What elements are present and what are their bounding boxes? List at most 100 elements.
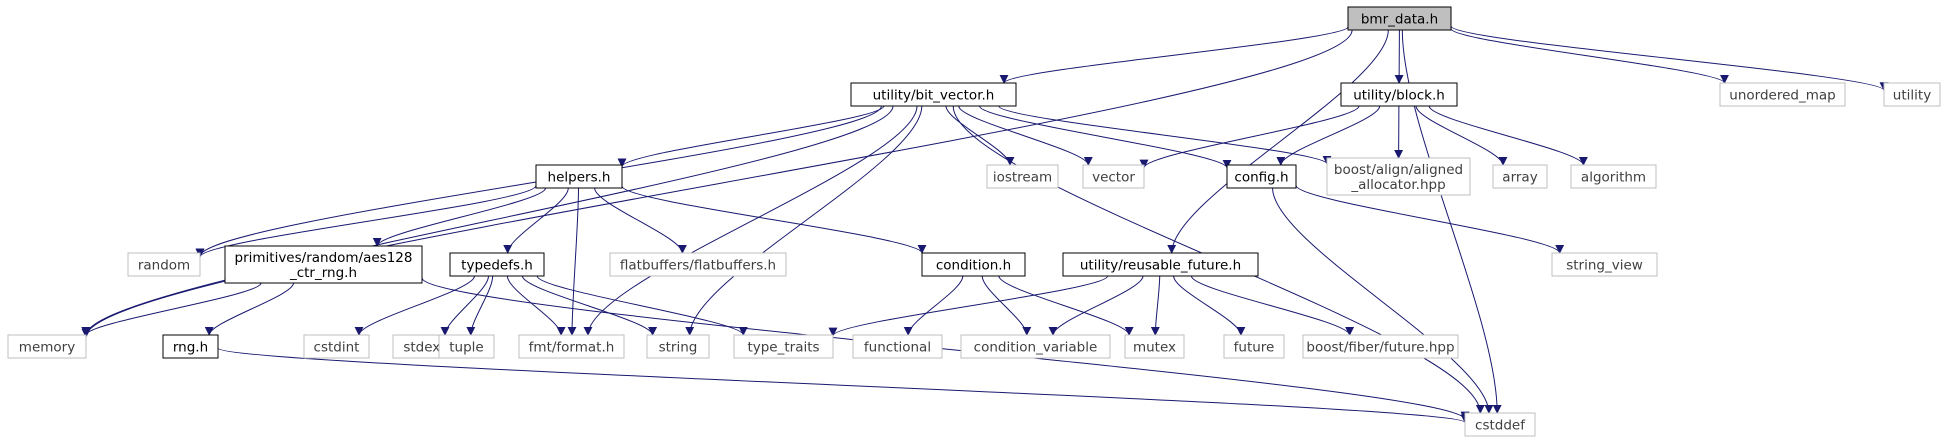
edge-bmr_data-to-bit_vector — [999, 26, 1349, 84]
node-random: random — [127, 252, 201, 277]
node-box-reusable_future[interactable] — [1062, 252, 1259, 277]
node-label-helpers: helpers.h — [548, 170, 611, 186]
node-box-tuple — [438, 334, 495, 359]
node-layer: bmr_data.h utility/bit_vector.h utility/bl… — [7, 6, 1941, 437]
node-box-type_traits — [733, 334, 834, 359]
node-label-fmt_format: fmt/format.h — [529, 340, 615, 356]
edge-helpers-to-fmt_format — [567, 187, 579, 336]
node-label-functional: functional — [864, 340, 931, 356]
node-box-condition[interactable] — [921, 252, 1026, 277]
node-functional: functional — [852, 334, 943, 359]
edge-rng-to-cstddef — [217, 347, 1469, 424]
node-box-typedefs[interactable] — [449, 252, 545, 277]
node-helpers[interactable]: helpers.h — [535, 164, 623, 189]
node-box-string_view — [1551, 252, 1658, 277]
edge-typedefs-to-stdexcept — [440, 275, 489, 336]
edge-config-to-string_view — [1295, 184, 1565, 254]
node-box-functional — [852, 334, 943, 359]
edge-typedefs-to-string — [521, 275, 658, 336]
node-mutex: mutex — [1124, 334, 1185, 359]
node-label-future: future — [1234, 340, 1275, 356]
edge-bit_vector-to-memory — [81, 105, 894, 337]
node-box-iostream — [986, 164, 1059, 189]
node-box-cstdint — [303, 334, 370, 359]
edge-block-to-algorithm — [1428, 105, 1588, 166]
node-aes128[interactable]: primitives/random/aes128_ctr_rng.h — [224, 245, 423, 284]
edge-reusable_future-to-mutex — [1150, 275, 1161, 336]
node-bmr_data[interactable]: bmr_data.h — [1347, 6, 1452, 31]
edge-block-to-vector — [1139, 105, 1360, 169]
node-label-bmr_data: bmr_data.h — [1361, 12, 1438, 28]
node-box-random — [127, 252, 201, 277]
node-label-aligned_allocator-line2: _allocator.hpp — [1350, 177, 1445, 193]
node-label-typedefs: typedefs.h — [461, 258, 533, 274]
node-condition_variable: condition_variable — [960, 334, 1111, 359]
node-box-string — [646, 334, 710, 359]
node-label-cstddef: cstddef — [1475, 418, 1526, 434]
node-reusable_future[interactable]: utility/reusable_future.h — [1062, 252, 1259, 277]
edge-typedefs-to-type_traits — [536, 275, 748, 336]
node-box-algorithm — [1570, 164, 1657, 189]
edge-bit_vector-to-fmt_format — [583, 105, 918, 336]
node-label-tuple: tuple — [449, 340, 483, 356]
node-label-unordered_map: unordered_map — [1729, 88, 1835, 104]
edge-block-to-config — [1276, 105, 1381, 166]
node-string: string — [646, 334, 710, 359]
edge-bmr_data-to-memory — [81, 29, 1353, 338]
node-box-bit_vector[interactable] — [850, 82, 1017, 107]
edge-helpers-to-aes128 — [372, 187, 547, 247]
node-future: future — [1223, 334, 1285, 359]
node-label-bit_vector: utility/bit_vector.h — [873, 88, 995, 104]
edge-bmr_data-to-unordered_map — [1450, 28, 1729, 84]
node-cstddef: cstddef — [1464, 412, 1536, 437]
node-tuple: tuple — [438, 334, 495, 359]
node-label-type_traits: type_traits — [747, 340, 819, 356]
node-typedefs[interactable]: typedefs.h — [449, 252, 545, 277]
node-box-future — [1223, 334, 1285, 359]
node-box-helpers[interactable] — [535, 164, 623, 189]
edge-condition-to-condition_variable — [981, 275, 1032, 336]
edge-reusable_future-to-fiber_future — [1190, 275, 1355, 336]
edge-aes128-to-memory — [81, 282, 262, 336]
node-box-config[interactable] — [1226, 164, 1297, 189]
edge-bmr_data-to-reusable_future — [1167, 29, 1389, 254]
node-box-bmr_data[interactable] — [1347, 6, 1452, 31]
node-label-random: random — [138, 258, 190, 274]
node-cstdint: cstdint — [303, 334, 370, 359]
node-box-rng[interactable] — [162, 334, 219, 359]
node-config[interactable]: config.h — [1226, 164, 1297, 189]
edge-bit_vector-to-string — [685, 105, 923, 336]
edge-bmr_data-to-utility — [1450, 25, 1889, 92]
node-type_traits: type_traits — [733, 334, 834, 359]
node-condition[interactable]: condition.h — [921, 252, 1026, 277]
node-utility: utility — [1883, 82, 1941, 107]
edge-bmr_data-to-cstddef — [1401, 29, 1502, 414]
edge-bit_vector-to-vector — [958, 105, 1093, 166]
node-box-aes128[interactable] — [224, 245, 423, 284]
node-label-string: string — [659, 340, 698, 356]
node-label-config: config.h — [1234, 170, 1288, 186]
node-box-condition_variable — [960, 334, 1111, 359]
node-box-vector — [1082, 164, 1145, 189]
node-box-array — [1492, 164, 1548, 189]
node-vector: vector — [1082, 164, 1145, 189]
node-block[interactable]: utility/block.h — [1340, 82, 1458, 107]
node-box-block[interactable] — [1340, 82, 1458, 107]
node-label-array: array — [1502, 170, 1537, 186]
edge-aes128-to-cstddef — [421, 277, 1470, 421]
edge-reusable_future-to-type_traits — [828, 275, 1109, 337]
node-bit_vector[interactable]: utility/bit_vector.h — [850, 82, 1017, 107]
edge-condition-to-functional — [903, 275, 964, 336]
edge-typedefs-to-cstdint — [354, 275, 475, 336]
node-label-aes128-line1: primitives/random/aes128 — [235, 250, 413, 266]
node-box-flatbuffers — [609, 252, 787, 277]
edge-reusable_future-to-condition_variable — [1048, 275, 1144, 336]
node-label-memory: memory — [19, 340, 75, 356]
edge-bit_vector-to-helpers — [617, 105, 885, 168]
edge-reusable_future-to-future — [1173, 275, 1246, 336]
edge-layer — [81, 25, 1889, 424]
node-box-aligned_allocator — [1326, 157, 1471, 196]
node-box-utility — [1883, 82, 1941, 107]
node-flatbuffers: flatbuffers/flatbuffers.h — [609, 252, 787, 277]
node-rng[interactable]: rng.h — [162, 334, 219, 359]
